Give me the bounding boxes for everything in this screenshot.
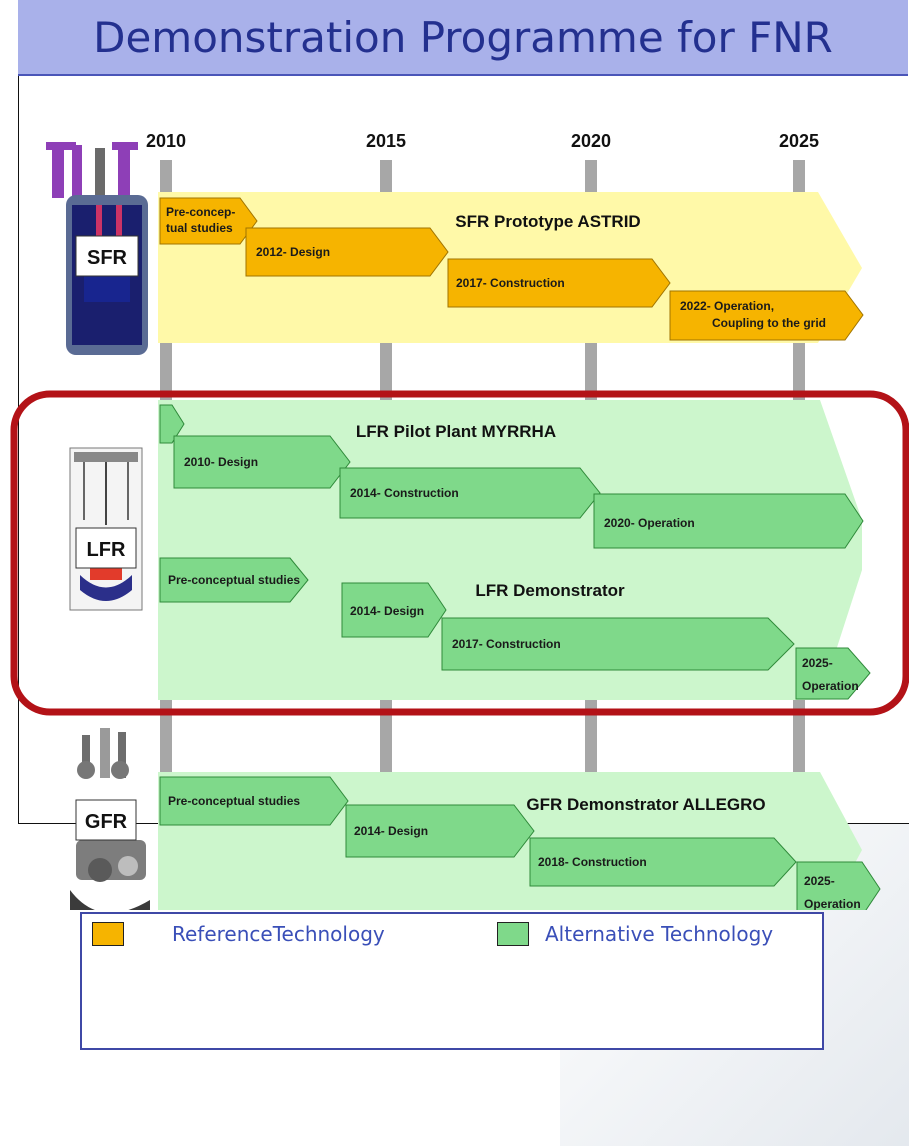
- gfr-phase-construction: 2018- Construction: [538, 855, 647, 869]
- lfr-demo-phase-operation-2: Operation: [802, 679, 859, 693]
- sfr-phases: Pre-concep- tual studies 2012- Design 20…: [159, 197, 864, 341]
- sfr-phase-design: 2012- Design: [256, 245, 330, 259]
- sfr-tag: SFR: [87, 247, 128, 269]
- reference-swatch: [92, 922, 124, 946]
- sfr-phase-operation-1: 2022- Operation,: [680, 299, 774, 313]
- gfr-tag: GFR: [85, 811, 128, 833]
- myrrha-programme-title: LFR Pilot Plant MYRRHA: [356, 422, 556, 441]
- myrrha-phase-operation: 2020- Operation: [604, 516, 695, 530]
- legend-reference: ReferenceTechnology: [92, 914, 385, 954]
- lfr-reactor-icon: LFR: [69, 447, 143, 611]
- sfr-phase-construction: 2017- Construction: [456, 276, 565, 290]
- sfr-phase-operation-2: Coupling to the grid: [712, 316, 826, 330]
- legend-reference-label: ReferenceTechnology: [172, 922, 385, 946]
- gfr-phase-operation-2: Operation: [804, 897, 861, 910]
- lfr-demo-programme-title: LFR Demonstrator: [475, 581, 625, 600]
- myrrha-phase-design: 2010- Design: [184, 455, 258, 469]
- gfr-phase-design: 2014- Design: [354, 824, 428, 838]
- year-2025: 2025: [779, 131, 819, 151]
- lfr-demo-phase-design: 2014- Design: [350, 604, 424, 618]
- gfr-phases: Pre-conceptual studies 2014- Design 2018…: [159, 776, 881, 910]
- myrrha-phases: 2010- Design 2014- Construction 2020- Op…: [159, 404, 864, 549]
- legend-alternative-label: Alternative Technology: [545, 922, 774, 946]
- legend: ReferenceTechnology Alternative Technolo…: [80, 912, 824, 1050]
- lfr-highlight-frame: [10, 390, 909, 716]
- lfr-demo-phase-construction: 2017- Construction: [452, 637, 561, 651]
- year-2015: 2015: [366, 131, 406, 151]
- sfr-phase-preconcept-1: Pre-concep-: [166, 205, 235, 219]
- lfr-demo-phases: Pre-conceptual studies 2014- Design 2017…: [159, 557, 871, 700]
- year-2010: 2010: [146, 131, 186, 151]
- gfr-phase-operation-1: 2025-: [804, 874, 835, 888]
- lfr-tag: LFR: [87, 539, 126, 561]
- year-labels: 2010 2015 2020 2025: [146, 131, 819, 151]
- year-2020: 2020: [571, 131, 611, 151]
- legend-alternative: Alternative Technology: [497, 914, 773, 954]
- gfr-programme-title: GFR Demonstrator ALLEGRO: [526, 795, 765, 814]
- alternative-swatch: [497, 922, 529, 946]
- gfr-phase-preconcept: Pre-conceptual studies: [168, 794, 300, 808]
- gfr-reactor-icon: GFR: [70, 728, 150, 910]
- roadmap-diagram: 2010 2015 2020 2025 SFR Prototype ASTRID…: [10, 131, 909, 910]
- sfr-programme-title: SFR Prototype ASTRID: [455, 212, 640, 231]
- myrrha-phase-construction: 2014- Construction: [350, 486, 459, 500]
- sfr-reactor-icon: SFR: [46, 142, 148, 355]
- page-title: Demonstration Programme for FNR: [18, 0, 908, 76]
- sfr-phase-preconcept-2: tual studies: [166, 221, 233, 235]
- lfr-demo-phase-preconcept: Pre-conceptual studies: [168, 573, 300, 587]
- lfr-demo-phase-operation-1: 2025-: [802, 656, 833, 670]
